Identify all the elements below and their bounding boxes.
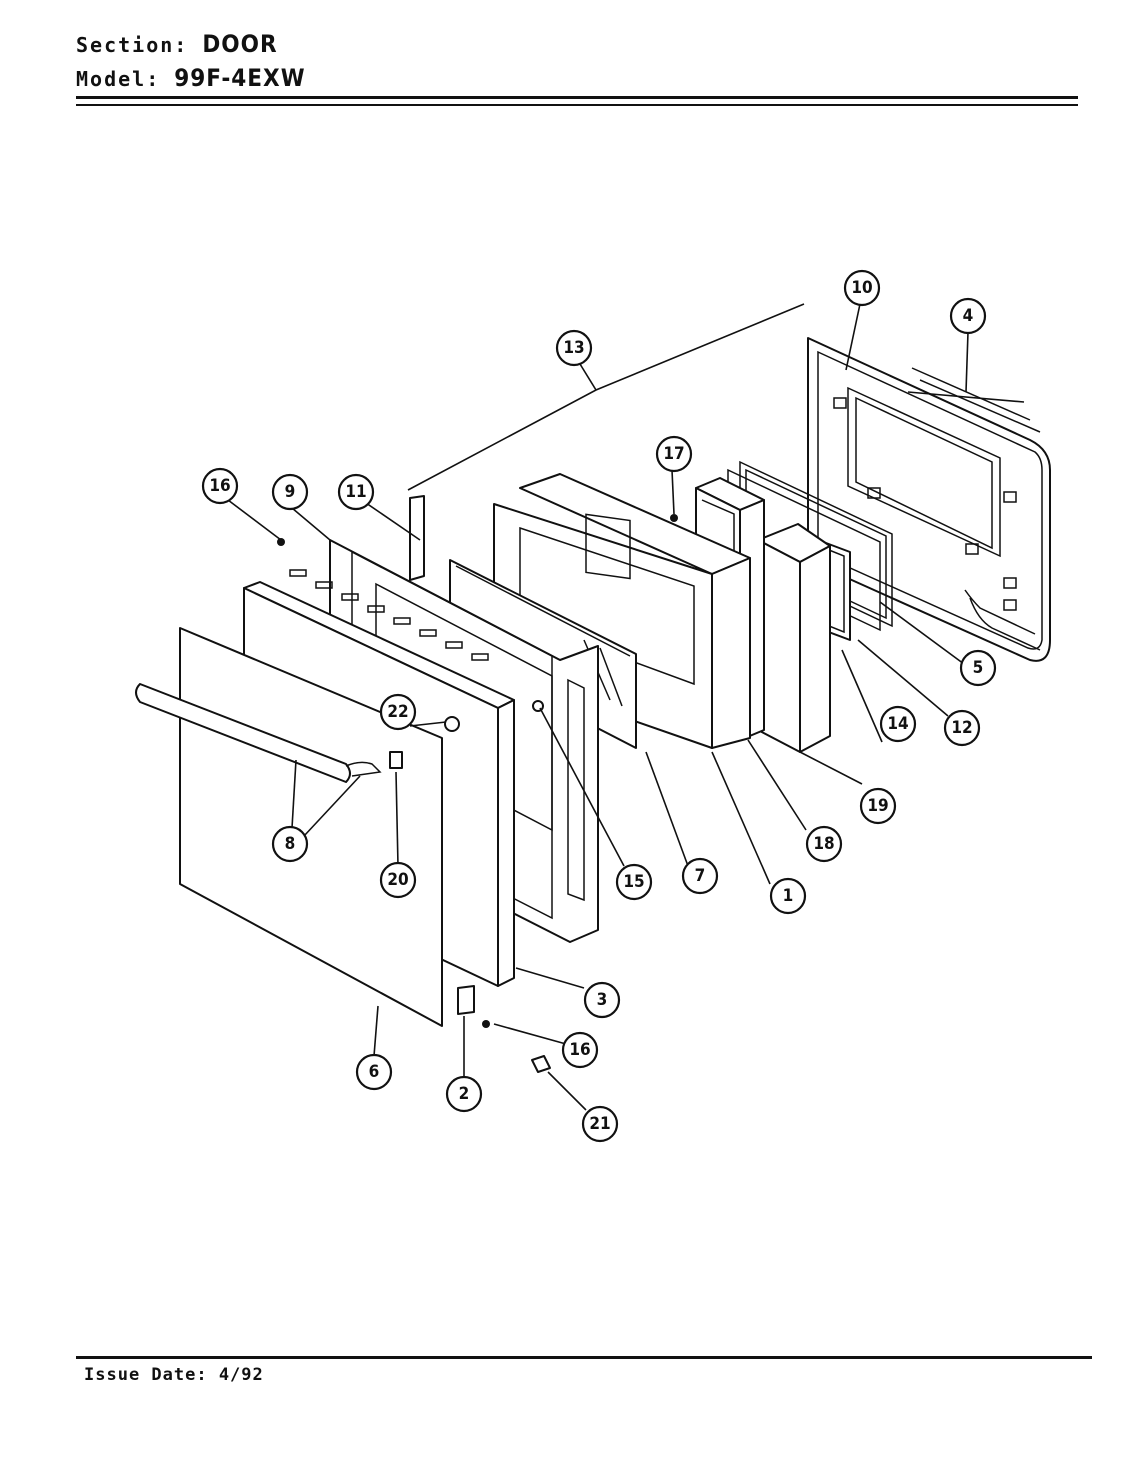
svg-text:3: 3	[597, 990, 608, 1010]
callout-9: 9	[271, 473, 309, 511]
svg-text:16: 16	[569, 1040, 590, 1060]
callout-22: 22	[379, 693, 417, 731]
svg-text:12: 12	[951, 718, 972, 738]
callout-6: 6	[355, 1053, 393, 1091]
svg-text:11: 11	[345, 482, 366, 502]
part-20-plug	[531, 1055, 551, 1073]
callout-15: 15	[615, 863, 653, 901]
washer-22	[444, 716, 460, 732]
callout-16-top: 16	[201, 467, 239, 505]
section-row: Section: DOOR	[76, 30, 278, 58]
svg-text:2: 2	[459, 1084, 470, 1104]
callout-12: 12	[943, 709, 981, 747]
footer-rule	[76, 1356, 1092, 1359]
leader-lines	[227, 303, 1025, 1111]
callout-14: 14	[879, 705, 917, 743]
svg-text:15: 15	[623, 872, 644, 892]
callout-16-bottom: 16	[561, 1031, 599, 1069]
svg-text:22: 22	[387, 702, 408, 722]
callout-17: 17	[655, 435, 693, 473]
svg-text:9: 9	[285, 482, 296, 502]
svg-text:17: 17	[663, 444, 684, 464]
header-rule-top	[76, 96, 1078, 99]
header-rule-bottom	[76, 104, 1078, 106]
callout-2: 2	[445, 1075, 483, 1113]
callout-4: 4	[949, 297, 987, 335]
svg-text:5: 5	[973, 658, 984, 678]
screw-16-bottom	[482, 1020, 490, 1028]
callout-7: 7	[681, 857, 719, 895]
callout-20: 21	[581, 1105, 619, 1143]
screw-17	[670, 514, 678, 522]
svg-text:13: 13	[563, 338, 584, 358]
callout-19: 19	[859, 787, 897, 825]
screw-16-top	[277, 538, 285, 546]
callout-8: 8	[271, 825, 309, 863]
callout-13: 13	[555, 329, 593, 367]
svg-text:6: 6	[369, 1062, 380, 1082]
svg-text:1: 1	[783, 886, 794, 906]
svg-text:10: 10	[851, 278, 872, 298]
svg-text:7: 7	[695, 866, 706, 886]
svg-text:8: 8	[285, 834, 296, 854]
svg-text:21: 21	[589, 1114, 610, 1134]
section-label: Section:	[76, 33, 189, 57]
callout-3: 3	[583, 981, 621, 1019]
part-2-hinge	[457, 985, 475, 1015]
model-row: Model: 99F-4EXW	[76, 64, 306, 92]
part-19-insulation	[757, 523, 831, 753]
model-label: Model:	[76, 67, 161, 91]
callout-1: 1	[769, 877, 807, 915]
callout-18: 18	[805, 825, 843, 863]
svg-text:4: 4	[963, 306, 974, 326]
svg-text:16: 16	[209, 476, 230, 496]
part-8-handle	[135, 683, 403, 783]
callout-21: 20	[379, 861, 417, 899]
svg-text:14: 14	[887, 714, 908, 734]
model-value: 99F-4EXW	[174, 64, 306, 92]
svg-text:18: 18	[813, 834, 834, 854]
svg-text:20: 20	[387, 870, 408, 890]
callout-10: 10	[843, 269, 881, 307]
svg-text:19: 19	[867, 796, 888, 816]
callout-5: 5	[959, 649, 997, 687]
callout-11: 11	[337, 473, 375, 511]
issue-date: Issue Date: 4/92	[84, 1365, 264, 1385]
section-value: DOOR	[202, 30, 278, 58]
